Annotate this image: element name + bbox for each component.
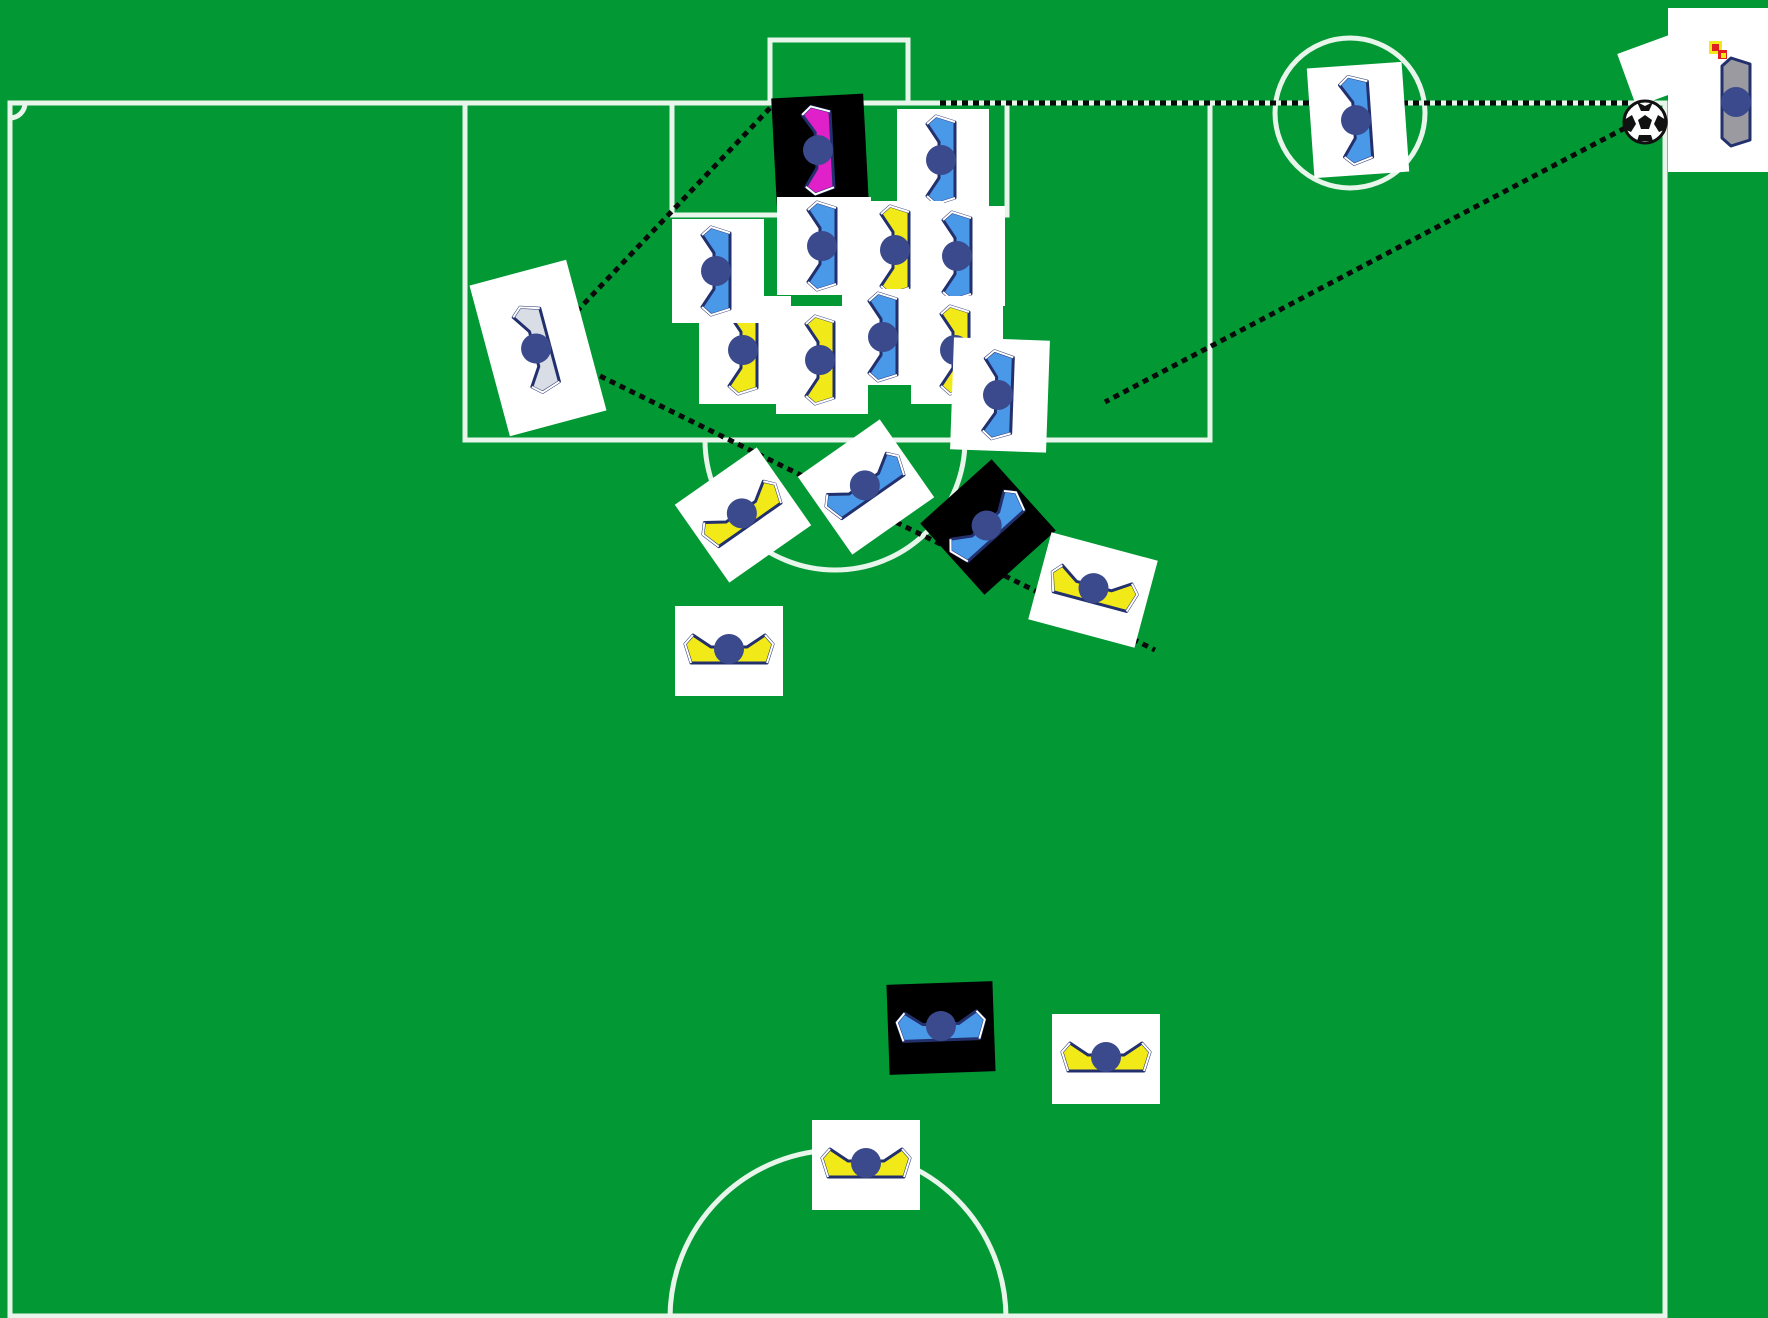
player-head (926, 145, 956, 175)
corner-flag-card[interactable] (1668, 8, 1768, 172)
player-icon (880, 206, 910, 294)
player-icon (868, 293, 898, 381)
player-icon (926, 116, 956, 204)
player-icon (685, 634, 773, 664)
player-head (1091, 1042, 1121, 1072)
player-card[interactable] (1307, 62, 1409, 178)
player-icon (805, 316, 835, 404)
player-icon (701, 227, 731, 315)
player-icon (942, 212, 972, 300)
soccer-ball[interactable] (1624, 101, 1666, 143)
player-icon (822, 1148, 910, 1178)
player-head (880, 235, 910, 265)
player-card[interactable] (1052, 1014, 1160, 1104)
player-card[interactable] (777, 197, 871, 295)
corner-taker-player (1721, 58, 1751, 146)
player-icon (1062, 1042, 1150, 1072)
player-card[interactable] (672, 219, 764, 323)
player-head (701, 256, 731, 286)
player-head (807, 231, 837, 261)
player-head (942, 241, 972, 271)
corner-flag-card-bg (1668, 8, 1768, 172)
player-card[interactable] (675, 606, 783, 696)
player-head (805, 345, 835, 375)
player-head (868, 322, 898, 352)
player-head (714, 634, 744, 664)
player-card[interactable] (812, 1120, 920, 1210)
player-card[interactable] (886, 981, 995, 1075)
player-head (728, 335, 758, 365)
player-head (851, 1148, 881, 1178)
player-card[interactable] (771, 94, 869, 207)
player-card[interactable] (950, 337, 1050, 452)
player-card[interactable] (897, 109, 989, 211)
player-icon (807, 202, 837, 290)
